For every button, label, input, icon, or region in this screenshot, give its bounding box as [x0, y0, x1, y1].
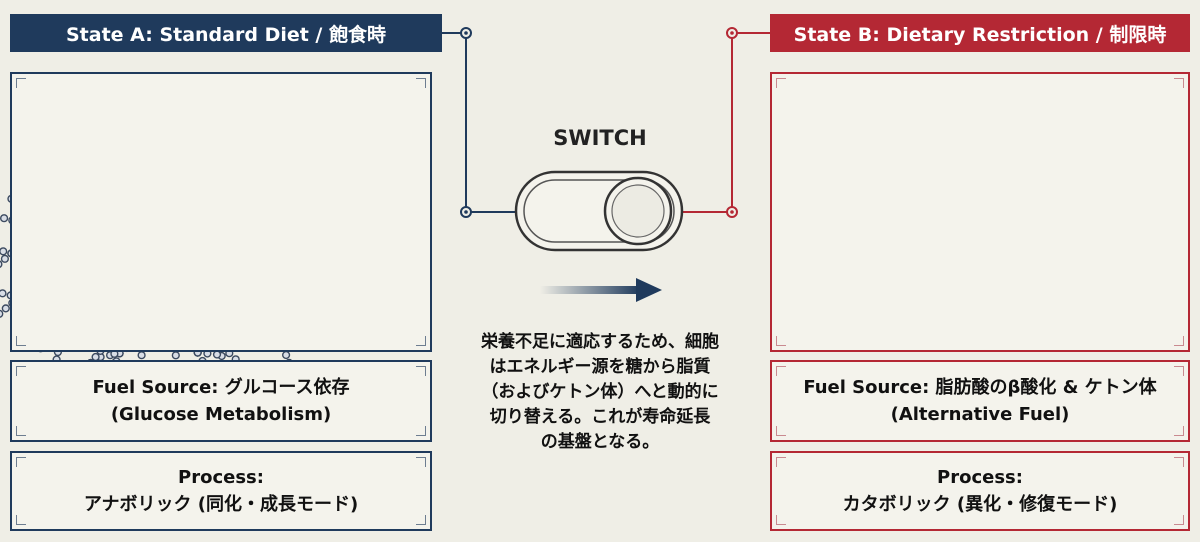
- switch-label: SWITCH: [553, 126, 647, 150]
- state-a-process-box: Process: アナボリック (同化・成長モード): [10, 451, 432, 531]
- center-description-line: はエネルギー源を糖から脂質: [489, 357, 711, 377]
- center-description: 栄養不足に適応するため、細胞 はエネルギー源を糖から脂質 （およびケトン体）へと…: [455, 330, 745, 455]
- state-a-illustration-panel: [10, 72, 432, 352]
- direction-arrow-icon: [540, 278, 662, 302]
- state-b-process-box: Process: カタボリック (異化・修復モード): [770, 451, 1190, 531]
- connector-line-a: [442, 32, 516, 213]
- state-b-process-line1: Process:: [937, 467, 1023, 488]
- state-a-fuel-line2: (Glucose Metabolism): [110, 404, 332, 425]
- state-b-fuel-line1: Fuel Source: 脂肪酸のβ酸化 & ケトン体: [803, 377, 1157, 398]
- state-b-illustration-panel: [770, 72, 1190, 352]
- state-a-fuel-line1: Fuel Source: グルコース依存: [92, 377, 350, 398]
- state-b-title: State B: Dietary Restriction / 制限時: [770, 14, 1190, 52]
- state-b-process-line2: カタボリック (異化・修復モード): [842, 494, 1118, 515]
- connector-line-b: [682, 32, 770, 213]
- state-a-title: State A: Standard Diet / 飽食時: [10, 14, 442, 52]
- state-a-fuel-source-box: Fuel Source: グルコース依存 (Glucose Metabolism…: [10, 360, 432, 442]
- center-description-line: 切り替える。これが寿命延長: [489, 407, 711, 427]
- state-b-fuel-source-box: Fuel Source: 脂肪酸のβ酸化 & ケトン体 (Alternative…: [770, 360, 1190, 442]
- center-description-line: の基盤となる。: [540, 432, 660, 452]
- state-b-fuel-line2: (Alternative Fuel): [890, 404, 1070, 425]
- state-a-process-line2: アナボリック (同化・成長モード): [83, 494, 359, 515]
- toggle-switch-icon: [514, 170, 684, 252]
- state-a-process-line1: Process:: [178, 467, 264, 488]
- center-description-line: 栄養不足に適応するため、細胞: [481, 332, 719, 352]
- center-description-line: （およびケトン体）へと動的に: [481, 382, 719, 402]
